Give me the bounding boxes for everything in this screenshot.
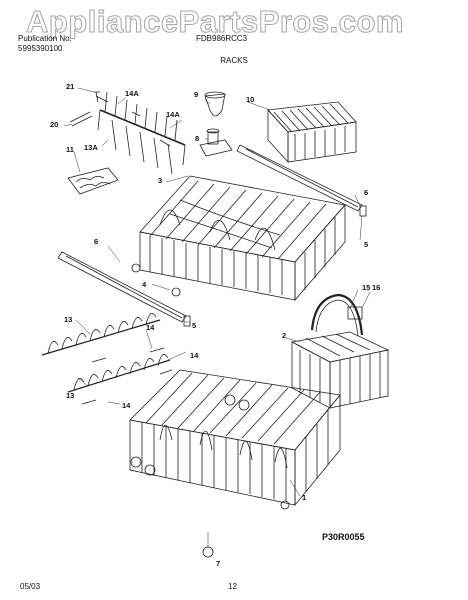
pivot-pin-part-21 <box>94 91 100 103</box>
spray-arm-mount-part-9 <box>204 91 226 117</box>
callout-label: 13A <box>84 143 98 152</box>
section-title: RACKS <box>220 56 248 65</box>
rack-rail-part-6-lower <box>57 251 187 323</box>
upper-rack-part-3 <box>139 175 346 302</box>
diagram-code: P30R0055 <box>322 532 365 542</box>
footer-page-number: 12 <box>228 582 237 591</box>
tine-clip-part-14 <box>81 347 173 405</box>
callout-label: 13 <box>64 315 72 324</box>
callout-label: 20 <box>50 120 58 129</box>
rail-stop-part-5-lower <box>183 315 191 327</box>
callout-label: 6 <box>364 188 368 197</box>
callout-label: 11 <box>66 145 74 154</box>
callout-label: 9 <box>194 90 198 99</box>
callout-label: 13 <box>66 391 74 400</box>
callout-label: 2 <box>282 331 286 340</box>
callout-label: 6 <box>94 237 98 246</box>
callout-label: 1 <box>302 493 306 502</box>
watermark-logo: AppliancePartsPros.com <box>26 4 404 40</box>
roller-part-4b <box>171 287 181 297</box>
roller-part-4 <box>131 263 141 273</box>
callout-label: 5 <box>192 321 196 330</box>
callout-label: 7 <box>216 559 220 568</box>
lower-rack-part-1 <box>129 369 341 507</box>
tine-clip-part-14a <box>95 95 141 117</box>
tine-row-part-13-lower <box>67 354 171 393</box>
tine-clip-part-14a-b <box>159 139 171 147</box>
publication-label: Publication No. <box>18 34 72 43</box>
lower-rack-wheels <box>130 394 290 510</box>
callout-label: 14A <box>125 89 139 98</box>
silverware-basket-part-10 <box>267 101 357 164</box>
callout-label: 14 <box>146 323 155 332</box>
model-number: FDB986RCC3 <box>196 34 248 43</box>
rail-stop-part-5-upper <box>359 205 367 217</box>
callout-label: 14 <box>122 401 131 410</box>
tine-row-part-13-upper <box>41 313 161 356</box>
cup-shelf-part-11 <box>67 167 119 195</box>
callout-label: 15 <box>362 283 370 292</box>
tine-pivot-part-20 <box>69 111 93 127</box>
callout-label: 16 <box>372 283 380 292</box>
callout-label: 10 <box>246 95 254 104</box>
silverware-basket-part-2 <box>290 293 390 409</box>
rack-rail-part-6-upper <box>236 144 363 212</box>
callout-label: 14 <box>190 351 199 360</box>
footer-date: 05/03 <box>20 582 41 591</box>
publication-number: 5995390100 <box>18 44 63 53</box>
callout-label: 8 <box>195 134 199 143</box>
fold-down-tines-part-13a <box>97 91 186 175</box>
wheel-part-7 <box>202 546 214 558</box>
callout-label: 4 <box>142 280 147 289</box>
spray-arm-manifold-part-8 <box>199 128 233 157</box>
callout-label: 3 <box>158 176 162 185</box>
callout-label: 21 <box>66 82 74 91</box>
callout-label: 14A <box>166 110 180 119</box>
callout-label: 5 <box>364 240 368 249</box>
